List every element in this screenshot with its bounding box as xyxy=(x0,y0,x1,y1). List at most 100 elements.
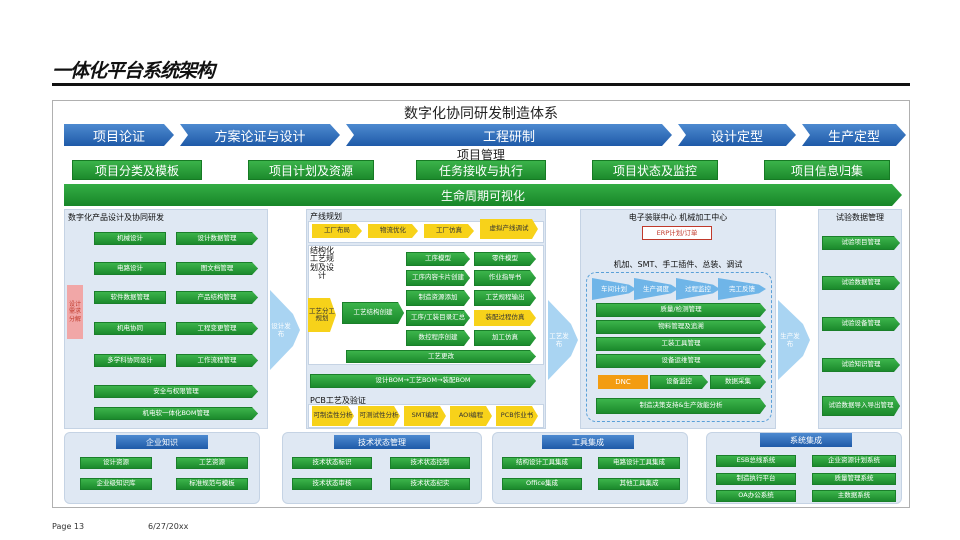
p3-row-2: 工装工具管理 xyxy=(596,337,766,351)
panel-manufacturing xyxy=(580,209,776,429)
b1-item-1: 工艺资源 xyxy=(176,457,248,469)
p2-mid-1: 工序内容卡片创建 xyxy=(406,270,470,286)
b4-item-3: 质量管理系统 xyxy=(812,473,896,485)
b4-item-2: 制造执行平台 xyxy=(716,473,796,485)
p3-title: 电子装联中心 机械加工中心 xyxy=(628,213,728,222)
pm-item-monitoring: 项目状态及监控 xyxy=(592,160,718,180)
p3-erp: ERP计划/订单 xyxy=(642,226,712,240)
footer-page: Page 13 xyxy=(52,522,85,531)
p2-pcb-title: PCB工艺及验证 xyxy=(310,396,366,405)
p2-structured-planning: 结构化工艺规划及设计 xyxy=(310,246,334,281)
p1-requirement-decomposition: 设计需求分解 xyxy=(67,285,83,339)
b1-item-0: 设计资源 xyxy=(80,457,152,469)
b1-title: 企业知识 xyxy=(116,435,208,449)
b4-item-4: OA办公系统 xyxy=(716,490,796,502)
p2-row-2: 工厂仿真 xyxy=(424,224,474,238)
pm-item-classification: 项目分类及模板 xyxy=(72,160,202,180)
p2-process-division: 工艺分工规划 xyxy=(308,298,336,332)
b4-item-0: ESB总线系统 xyxy=(716,455,796,467)
p1-right-4: 工作流程管理 xyxy=(176,354,258,367)
b2-item-2: 技术状态审核 xyxy=(292,478,372,490)
b2-item-3: 技术状态纪实 xyxy=(390,478,470,490)
p3-row-1: 物料管理及追溯 xyxy=(596,320,766,334)
p2-title-production-line: 产线规划 xyxy=(310,212,342,221)
p2-bom: 设计BOM→工艺BOM→装配BOM xyxy=(310,374,536,388)
p1-right-1: 图文档管理 xyxy=(176,262,258,275)
pm-item-tasks: 任务接收与执行 xyxy=(416,160,546,180)
p3-dashed-frame xyxy=(586,272,772,422)
p1-left-0: 机械设计 xyxy=(94,232,166,245)
b3-item-2: Office集成 xyxy=(502,478,582,490)
p2-row-1: 物流优化 xyxy=(368,224,418,238)
b4-item-5: 主数据系统 xyxy=(812,490,896,502)
p2-right-4: 加工仿真 xyxy=(474,330,536,346)
p2-pcb-3: AOI编程 xyxy=(450,406,492,426)
p4-title: 试验数据管理 xyxy=(836,213,884,222)
b3-item-1: 电路设计工具集成 xyxy=(598,457,680,469)
p2-pcb-4: PCB作业书 xyxy=(496,406,538,426)
b4-title: 系统集成 xyxy=(760,433,852,447)
b2-item-1: 技术状态控制 xyxy=(390,457,470,469)
p1-right-3: 工程变更管理 xyxy=(176,322,258,335)
p1-bottom-0: 安全与权限管理 xyxy=(94,385,258,398)
p1-left-1: 电路设计 xyxy=(94,262,166,275)
p2-row-3: 虚拟产线调试 xyxy=(480,219,538,239)
b4-item-1: 企业资源计划系统 xyxy=(812,455,896,467)
pm-item-planning: 项目计划及资源 xyxy=(248,160,374,180)
p1-left-4: 多学科协同设计 xyxy=(94,354,166,367)
p1-right-0: 设计数据管理 xyxy=(176,232,258,245)
diagram-frame xyxy=(52,100,910,508)
p4-item-2: 试验设备管理 xyxy=(822,317,900,331)
p2-row-0: 工厂布局 xyxy=(312,224,362,238)
phase-project-demonstration: 项目论证 xyxy=(64,124,174,146)
p4-item-0: 试验项目管理 xyxy=(822,236,900,250)
p4-item-1: 试验数据管理 xyxy=(822,276,900,290)
phase-design-finalization: 设计定型 xyxy=(678,124,796,146)
p2-mid-3: 工序/工装目录汇总 xyxy=(406,310,470,326)
p1-bottom-1: 机电软一体化BOM管理 xyxy=(94,407,258,420)
p2-right-0: 零件模型 xyxy=(474,252,536,266)
lifecycle-bar: 生命周期可视化 xyxy=(64,184,902,206)
p4-item-3: 试验知识管理 xyxy=(822,358,900,372)
p2-create: 工艺结构创建 xyxy=(342,302,404,324)
phase-engineering: 工程研制 xyxy=(346,124,672,146)
b2-item-0: 技术状态标识 xyxy=(292,457,372,469)
b3-item-3: 其他工具集成 xyxy=(598,478,680,490)
p1-left-2: 软件数据管理 xyxy=(94,291,166,304)
panel-product-design-title: 数字化产品设计及协同研发 xyxy=(68,213,164,222)
p2-right-1: 作业指导书 xyxy=(474,270,536,286)
pm-item-info: 项目信息归集 xyxy=(764,160,890,180)
b2-title: 技术状态管理 xyxy=(334,435,430,449)
p2-pcb-2: SMT编程 xyxy=(404,406,446,426)
b3-title: 工具集成 xyxy=(542,435,634,449)
p1-left-3: 机电协同 xyxy=(94,322,166,335)
p3-dnc: DNC xyxy=(598,375,648,389)
p2-mid-0: 工序模型 xyxy=(406,252,470,266)
p3-row-3: 设备运维管理 xyxy=(596,354,766,368)
p3-row-0: 质量/检测管理 xyxy=(596,303,766,317)
b3-item-0: 结构设计工具集成 xyxy=(502,457,582,469)
p4-item-4: 试验数据导入导出管理 xyxy=(822,396,900,416)
p2-change: 工艺更改 xyxy=(346,350,536,363)
p2-mid-2: 制造资源添加 xyxy=(406,290,470,306)
p2-mid-4: 数控程序创建 xyxy=(406,330,470,346)
p2-pcb-0: 可制造性分析 xyxy=(312,406,354,426)
p2-right-2: 工艺规程输出 xyxy=(474,290,536,306)
slide-title: 一体化平台系统架构 xyxy=(52,60,215,82)
p3-decision-support: 制造决策支持&生产效能分析 xyxy=(596,398,766,414)
p3-subtitle: 机加、SMT、手工插件、总装、调试 xyxy=(613,260,743,269)
title-underline xyxy=(52,83,910,86)
b1-item-2: 企业级知识库 xyxy=(80,478,152,490)
phase-scheme-design: 方案论证与设计 xyxy=(180,124,340,146)
b1-item-3: 标准规范与模板 xyxy=(176,478,248,490)
diagram-main-title: 数字化协同研发制造体系 xyxy=(404,106,558,122)
project-management-label: 项目管理 xyxy=(456,148,505,162)
p2-right-3: 装配过程仿真 xyxy=(474,310,536,326)
footer-date: 6/27/20xx xyxy=(148,522,189,531)
phase-production-finalization: 生产定型 xyxy=(802,124,906,146)
p1-right-2: 产品结构管理 xyxy=(176,291,258,304)
p3-data-collection: 数据采集 xyxy=(710,375,766,389)
p2-pcb-1: 可测试性分析 xyxy=(358,406,400,426)
p3-equipment-monitor: 设备监控 xyxy=(650,375,708,389)
